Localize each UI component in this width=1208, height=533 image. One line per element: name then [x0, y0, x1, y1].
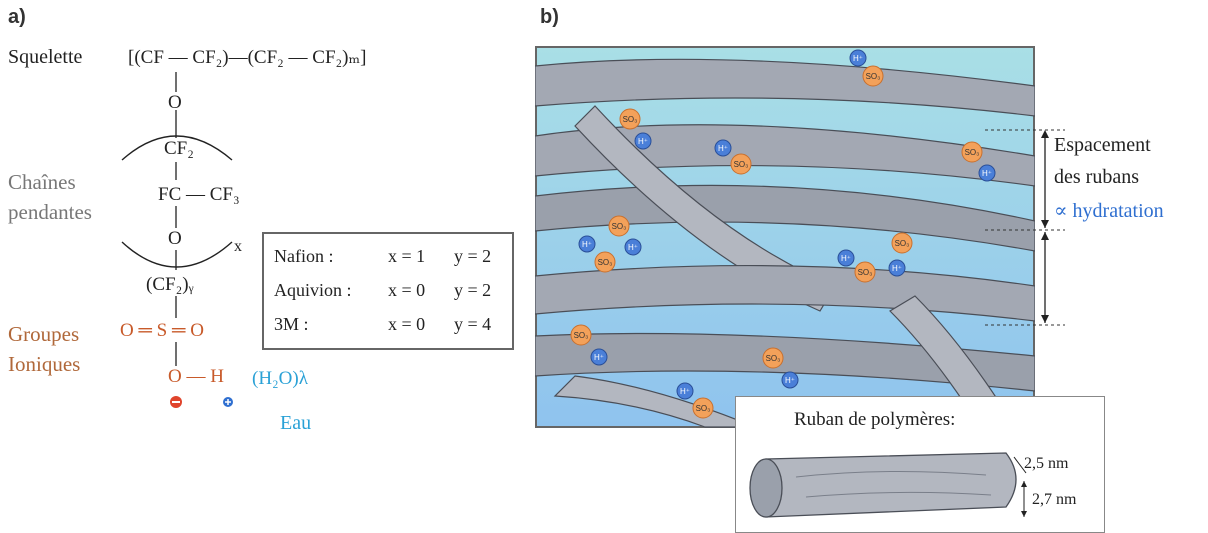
table-cell-x: x = 1	[388, 246, 426, 266]
so3-ion-icon: SO₃	[762, 347, 784, 369]
svg-text:SO₃: SO₃	[895, 239, 910, 248]
so3-ion-icon: SO₃	[608, 215, 630, 237]
oxygen-anion: O — H	[168, 366, 224, 387]
h-ion-icon: H⁺	[837, 249, 855, 267]
panel-a-label: a)	[8, 6, 26, 28]
so3-ion-icon: SO₃	[594, 251, 616, 273]
ribbon	[574, 105, 836, 312]
ionic-label-line1: Groupes	[8, 322, 80, 346]
table-cell-name: Nafion :	[274, 246, 334, 266]
so3-ion-icon: SO₃	[619, 108, 641, 130]
svg-text:SO₃: SO₃	[598, 258, 613, 267]
h-ion-icon: H⁺	[714, 139, 732, 157]
spacing-label-line2: des rubans	[1054, 166, 1139, 188]
svg-text:SO₃: SO₃	[766, 354, 781, 363]
svg-text:SO₃: SO₃	[696, 404, 711, 413]
h-ion-icon: H⁺	[781, 371, 799, 389]
svg-text:H⁺: H⁺	[892, 264, 902, 273]
water-formula: (H₂O)λ	[252, 368, 308, 389]
inset-dim-width: 2,5 nm	[1024, 455, 1069, 472]
spacing-label-line1: Espacement	[1054, 134, 1151, 156]
svg-text:SO₃: SO₃	[858, 268, 873, 277]
ribbon	[535, 332, 1035, 392]
table-row: 3M : x = 0 y = 4	[274, 314, 491, 335]
so3-ion-icon: SO₃	[891, 232, 913, 254]
ionic-label-line2: Ioniques	[8, 352, 81, 376]
table-cell-y: y = 2	[454, 246, 492, 266]
h-ion-icon: H⁺	[676, 382, 694, 400]
svg-text:H⁺: H⁺	[785, 376, 795, 385]
panel-b-label: b)	[540, 6, 559, 28]
table-cell-name: Aquivion :	[274, 280, 352, 300]
spacing-arrows	[985, 129, 1065, 326]
inset-title: Ruban de polymères:	[794, 409, 956, 430]
oxygen-2: O	[168, 228, 182, 249]
backbone-formula: [(CF — CF₂)—(CF₂ — CF₂)ₘ]	[128, 47, 367, 68]
oxygen-1: O	[168, 92, 182, 113]
svg-text:H⁺: H⁺	[638, 137, 648, 146]
bracket-top-arc	[121, 135, 233, 161]
ribbon-segment-illustration	[749, 452, 1027, 518]
table-cell-y: y = 2	[454, 280, 492, 300]
cf2-y-group: (CF₂)ᵧ	[146, 274, 194, 295]
ribbon-inset: Ruban de polymères: 2,5 nm 2,7 nm	[735, 396, 1105, 533]
table-cell-y: y = 4	[454, 314, 492, 334]
ribbon	[535, 124, 1035, 187]
side-chain-label-line1: Chaînes	[8, 170, 76, 194]
h-ion-icon: H⁺	[634, 132, 652, 150]
svg-text:H⁺: H⁺	[853, 54, 863, 63]
svg-text:SO₃: SO₃	[866, 72, 881, 81]
so3-ion-icon: SO₃	[692, 397, 714, 419]
h-ion-icon: H⁺	[624, 238, 642, 256]
table-cell-x: x = 0	[388, 280, 426, 300]
polymer-ribbon-illustration: SO₃ H⁺ SO₃ H⁺ H⁺ SO₃ SO₃ H⁺ SO₃ H⁺ H⁺ SO…	[535, 46, 1035, 428]
so3-ion-icon: SO₃	[570, 324, 592, 346]
svg-text:SO₃: SO₃	[734, 160, 749, 169]
side-chain-label-line2: pendantes	[8, 200, 92, 224]
spacing-label-line3: ∝ hydratation	[1054, 200, 1164, 222]
table-cell-name: 3M :	[274, 314, 309, 334]
svg-text:H⁺: H⁺	[594, 353, 604, 362]
so3-ion-icon: SO₃	[854, 261, 876, 283]
svg-text:SO₃: SO₃	[612, 222, 627, 231]
chemical-structure-lines	[121, 72, 233, 408]
table-row: Aquivion : x = 0 y = 2	[274, 280, 491, 301]
backbone-label: Squelette	[8, 46, 83, 68]
table-row: Nafion : x = 1 y = 2	[274, 246, 491, 267]
svg-text:H⁺: H⁺	[628, 243, 638, 252]
so3-ion-icon: SO₃	[862, 65, 884, 87]
h-ion-icon: H⁺	[578, 235, 596, 253]
h-ion-icon: H⁺	[590, 348, 608, 366]
ribbon	[535, 58, 1035, 117]
svg-text:SO₃: SO₃	[965, 148, 980, 157]
h-ion-icon: H⁺	[978, 164, 996, 182]
svg-text:SO₃: SO₃	[574, 331, 589, 340]
svg-text:H⁺: H⁺	[718, 144, 728, 153]
water-label: Eau	[280, 412, 312, 434]
svg-text:H⁺: H⁺	[982, 169, 992, 178]
so3-ion-icon: SO₃	[730, 153, 752, 175]
fc-cf3-group: FC — CF₃	[158, 184, 240, 205]
h-ion-icon: H⁺	[849, 49, 867, 67]
svg-text:H⁺: H⁺	[841, 254, 851, 263]
cf2-group: CF₂	[164, 138, 194, 159]
x-subscript: x	[234, 238, 242, 255]
so3-ion-icon: SO₃	[961, 141, 983, 163]
svg-text:H⁺: H⁺	[582, 240, 592, 249]
inset-dim-height: 2,7 nm	[1032, 491, 1077, 508]
svg-text:SO₃: SO₃	[623, 115, 638, 124]
table-cell-x: x = 0	[388, 314, 426, 334]
oh-group: O — H	[168, 366, 224, 388]
sulfonyl-group: O ═ S ═ O	[120, 320, 204, 341]
h-ion-icon: H⁺	[888, 259, 906, 277]
svg-text:H⁺: H⁺	[680, 387, 690, 396]
